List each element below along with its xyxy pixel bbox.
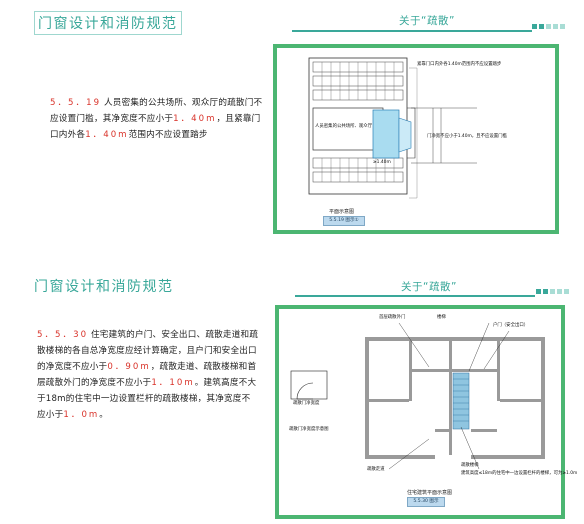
slide-heading: 门窗设计和消防规范 (34, 279, 174, 295)
room-label: 人员密集的公共场所、观众厅 (315, 124, 373, 129)
slide-5-5-30: 门窗设计和消防规范 关于“疏散” 5．5．30 住宅建筑的户门、安全出口、疏散走… (0, 262, 584, 524)
figure-note-right: 门净宽不应小于1.40m，且不应设置门槛 (427, 134, 507, 139)
clause-part: 住宅建筑的户门、安全出口、疏散走道和疏散楼梯的各自总净宽度应经计算确定，且户门和… (37, 330, 259, 372)
corridor-label: 疏散走道 (367, 467, 385, 472)
floor-plan-figure (308, 57, 477, 199)
figure-caption: 住宅建筑平面示意图 (407, 490, 453, 496)
clause-text: 5．5．30 住宅建筑的户门、安全出口、疏散走道和疏散楼梯的各自总净宽度应经计算… (37, 327, 259, 423)
stair-label: 疏散楼梯 (461, 463, 479, 468)
clause-value: 1．40m (173, 114, 217, 124)
stair-top-label: 楼梯 (437, 315, 446, 320)
clause-value: 1．0m (63, 410, 100, 420)
figure-badge: 5.5.19 图示① (323, 216, 365, 226)
exit-door-label: 首层疏散外门 (379, 315, 406, 320)
floor-plan-figure (290, 322, 545, 470)
figure-caption: 平面示意图 (329, 209, 355, 215)
clause-part: 范围内不应设置踏步 (128, 130, 208, 140)
clear-width-label: 疏散门净宽度 (293, 401, 320, 406)
clause-number: 5．5．30 (37, 330, 89, 340)
clause-part: ，且紧靠门口内外各 (50, 114, 261, 140)
clause-value: 1．40m (85, 130, 129, 140)
slide-5-5-19: 门窗设计和消防规范 关于“疏散” 5．5．19 人员密集的公共场所、观众厅的疏散… (34, 11, 565, 234)
header-rule (292, 30, 532, 32)
door-width-label: ≥1.40m (373, 160, 391, 165)
unit-door-label: 户门（安全出口） (493, 323, 529, 328)
clause-value: 0．90m (107, 362, 151, 372)
clause-text: 5．5．19 人员密集的公共场所、观众厅的疏散门不应设置门槛，其净宽度不应小于1… (50, 95, 265, 143)
figure-badge: 5.5.30 图示 (407, 497, 445, 507)
clause-part: 。建筑高度不大于18m的住宅中一边设置栏杆的疏散楼梯，其净宽度不应小于 (37, 378, 257, 420)
clause-number: 5．5．19 (50, 98, 102, 108)
slide-heading: 门窗设计和消防规范 (34, 11, 182, 35)
figure-frame: 紧靠门口内外各1.40m范围内不应设置踏步 门净宽不应小于1.40m，且不应设置… (273, 44, 559, 234)
topic-label: 关于“疏散” (399, 15, 455, 27)
clause-part: ，疏散走道、疏散楼梯和首层疏散外门的净宽度不应小于 (37, 362, 257, 388)
stair-note: 建筑高度≤18m的住宅中一边设置栏杆的楼梯，可为≥1.0m (461, 471, 578, 476)
header-rule (295, 295, 535, 297)
clause-part: 人员密集的公共场所、观众厅的疏散门不应设置门槛，其净宽度不应小于 (50, 98, 263, 124)
clause-part: 。 (99, 410, 109, 420)
figure-frame: 首层疏散外门 楼梯 户门（安全出口） 疏散门净宽度 疏散门净宽度示意图 疏散走道… (275, 305, 577, 519)
topic-label: 关于“疏散” (401, 281, 457, 293)
clause-value: 1．10m (151, 378, 195, 388)
door-detail-caption: 疏散门净宽度示意图 (289, 427, 329, 432)
decor-squares (532, 24, 565, 29)
figure-note-top: 紧靠门口内外各1.40m范围内不应设置踏步 (417, 62, 502, 67)
decor-squares (536, 289, 569, 294)
